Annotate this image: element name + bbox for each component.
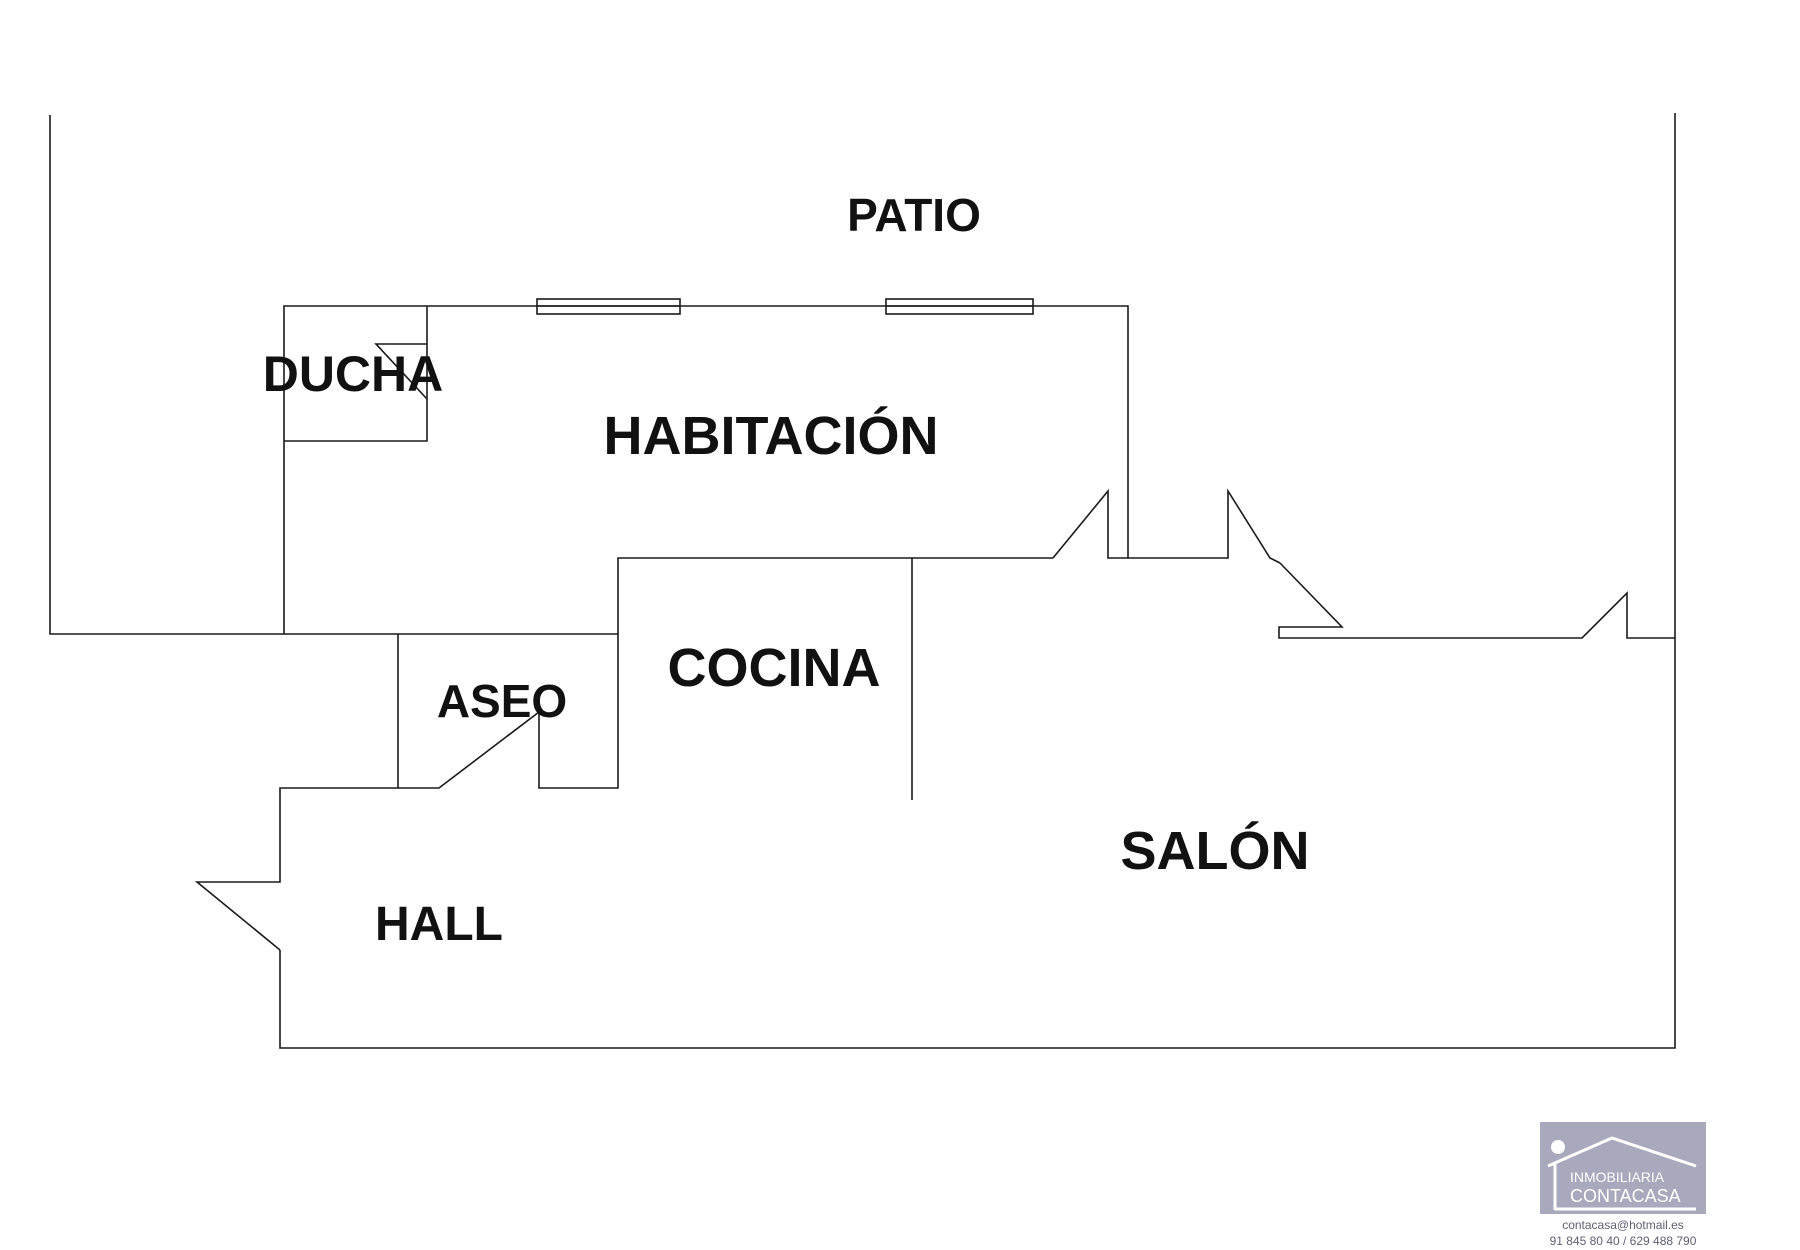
person-icon: [1551, 1140, 1565, 1154]
door-salon-side: [1278, 562, 1675, 639]
label-ducha: DUCHA: [263, 346, 444, 402]
wall-right-boundary: [279, 113, 1676, 1049]
wall-habitacion-bottom: [617, 557, 1053, 634]
agency-logo: INMOBILIARIA CONTACASA contacasa@hotmail…: [1540, 1122, 1706, 1248]
wall-ducha: [284, 306, 428, 442]
door-salon-upper: [1128, 488, 1281, 564]
label-salon: SALÓN: [1121, 821, 1310, 881]
room-labels: PATIO DUCHA HABITACIÓN ASEO COCINA SALÓN…: [263, 189, 1310, 951]
walls: [49, 113, 1676, 1049]
door-ducha: [374, 343, 428, 400]
logo-phones: 91 845 80 40 / 629 488 790: [1550, 1234, 1697, 1248]
label-aseo: ASEO: [437, 675, 567, 727]
house-roof-icon: [1547, 1136, 1697, 1168]
door-habitacion: [1052, 488, 1128, 559]
label-cocina: COCINA: [668, 638, 881, 698]
logo-line1: INMOBILIARIA: [1570, 1169, 1665, 1185]
label-hall: HALL: [375, 898, 503, 951]
logo-background: [1540, 1122, 1706, 1214]
logo-line2: CONTACASA: [1570, 1186, 1681, 1206]
label-habitacion: HABITACIÓN: [604, 406, 939, 466]
wall-left-boundary: [49, 115, 398, 635]
label-patio: PATIO: [847, 189, 981, 241]
logo-email: contacasa@hotmail.es: [1562, 1218, 1684, 1232]
wall-habitacion: [283, 305, 1129, 634]
wall-aseo: [398, 633, 619, 789]
door-entrance: [194, 634, 399, 951]
